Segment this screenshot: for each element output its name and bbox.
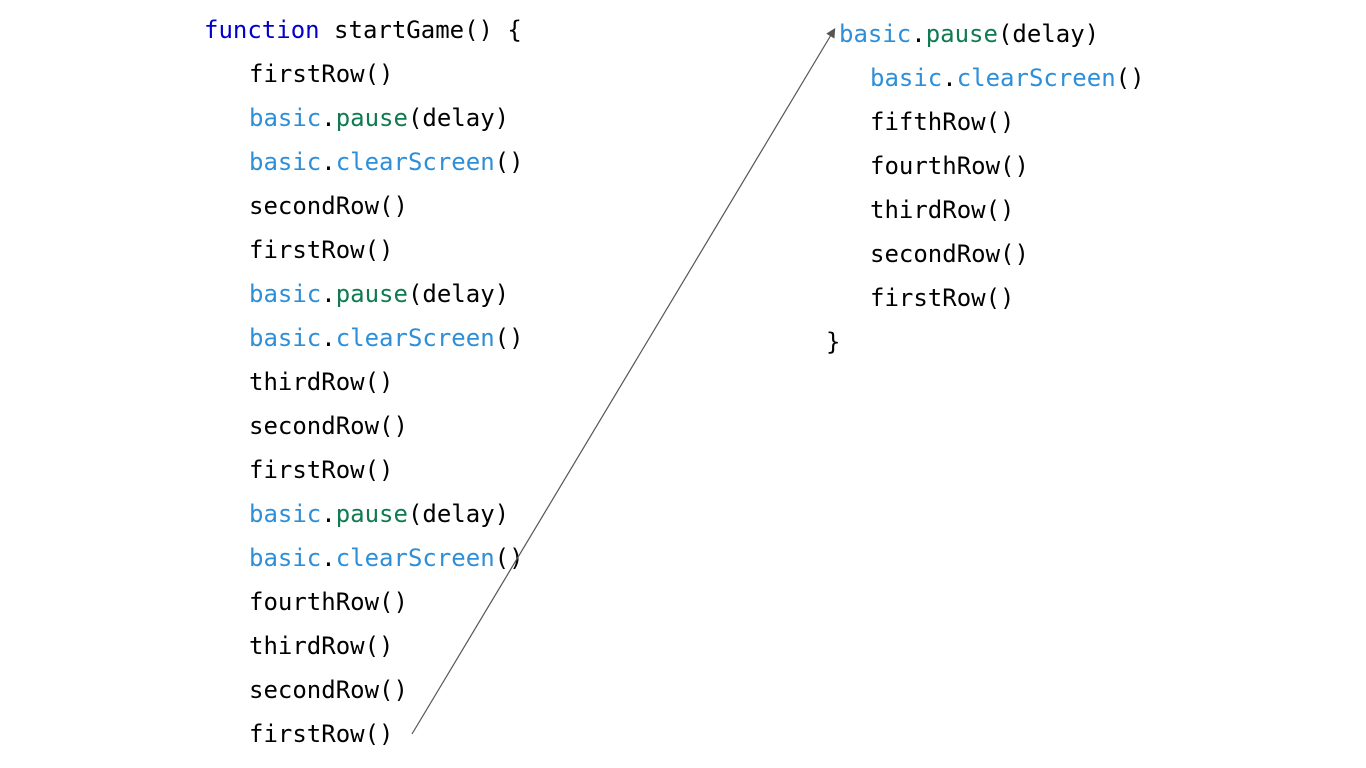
call-token: secondRow() [870,240,1029,268]
method-token: clearScreen [335,324,495,352]
call-token: firstRow() [249,60,394,88]
method-token: pause [335,280,408,308]
function-call-line: thirdRow() [204,624,524,668]
call-token: thirdRow() [249,632,394,660]
code-lines-right: basic.clearScreen() fifthRow() fourthRow()… [826,56,1145,320]
call-token: thirdRow() [870,196,1015,224]
function-signature: startGame() { [319,16,522,44]
dot-token: . [321,280,336,308]
function-call-line: thirdRow() [826,188,1145,232]
dot-token: . [911,20,926,48]
code-block-left: function startGame() { firstRow()basic.p… [204,8,524,756]
method-token: clearScreen [335,544,495,572]
function-call-line: fourthRow() [204,580,524,624]
function-call-line: firstRow() [826,276,1145,320]
code-lines-left: firstRow()basic.pause(delay)basic.clearS… [204,52,524,756]
code-block-right: basic.pause(delay) basic.clearScreen()fi… [826,12,1145,364]
function-call-line: firstRow() [204,712,524,756]
function-call-line: secondRow() [204,404,524,448]
method-token: pause [335,500,408,528]
namespace-token: basic [249,148,322,176]
pause-call-line: basic.pause(delay) [204,272,524,316]
args-token: () [494,544,524,572]
function-call-line: thirdRow() [204,360,524,404]
clear-screen-call-line: basic.clearScreen() [204,316,524,360]
args-token: (delay) [407,104,510,132]
call-token: secondRow() [249,412,408,440]
namespace-token: basic [870,64,943,92]
clear-screen-call-line: basic.clearScreen() [826,56,1145,100]
closing-brace: } [826,328,841,356]
function-call-line: secondRow() [826,232,1145,276]
dot-token: . [321,544,336,572]
namespace-token: basic [839,20,912,48]
call-token: secondRow() [249,676,408,704]
function-call-line: secondRow() [204,184,524,228]
namespace-token: basic [249,500,322,528]
call-token: fourthRow() [870,152,1029,180]
call-token: secondRow() [249,192,408,220]
args-token: (delay) [407,280,510,308]
continued-pause-line: basic.pause(delay) [826,12,1145,56]
call-token: fifthRow() [870,108,1015,136]
method-token: clearScreen [956,64,1116,92]
dot-token: . [321,148,336,176]
pause-call-line: basic.pause(delay) [204,492,524,536]
dot-token: . [321,324,336,352]
clear-screen-call-line: basic.clearScreen() [204,536,524,580]
namespace-token: basic [249,104,322,132]
function-call-line: firstRow() [204,228,524,272]
function-call-line: fifthRow() [826,100,1145,144]
call-token: firstRow() [249,720,394,748]
call-token: thirdRow() [249,368,394,396]
function-call-line: firstRow() [204,52,524,96]
dot-token: . [321,500,336,528]
namespace-token: basic [249,544,322,572]
dot-token: . [942,64,957,92]
args-token: (delay) [997,20,1100,48]
args-token: () [494,148,524,176]
args-token: (delay) [407,500,510,528]
method-token: pause [925,20,998,48]
args-token: () [494,324,524,352]
namespace-token: basic [249,324,322,352]
function-keyword: function [204,16,320,44]
method-token: pause [335,104,408,132]
call-token: firstRow() [870,284,1015,312]
call-token: firstRow() [249,236,394,264]
function-call-line: firstRow() [204,448,524,492]
call-token: firstRow() [249,456,394,484]
function-header: function startGame() { [204,8,524,52]
call-token: fourthRow() [249,588,408,616]
pause-call-line: basic.pause(delay) [204,96,524,140]
clear-screen-call-line: basic.clearScreen() [204,140,524,184]
dot-token: . [321,104,336,132]
method-token: clearScreen [335,148,495,176]
namespace-token: basic [249,280,322,308]
function-call-line: fourthRow() [826,144,1145,188]
function-call-line: secondRow() [204,668,524,712]
args-token: () [1115,64,1145,92]
